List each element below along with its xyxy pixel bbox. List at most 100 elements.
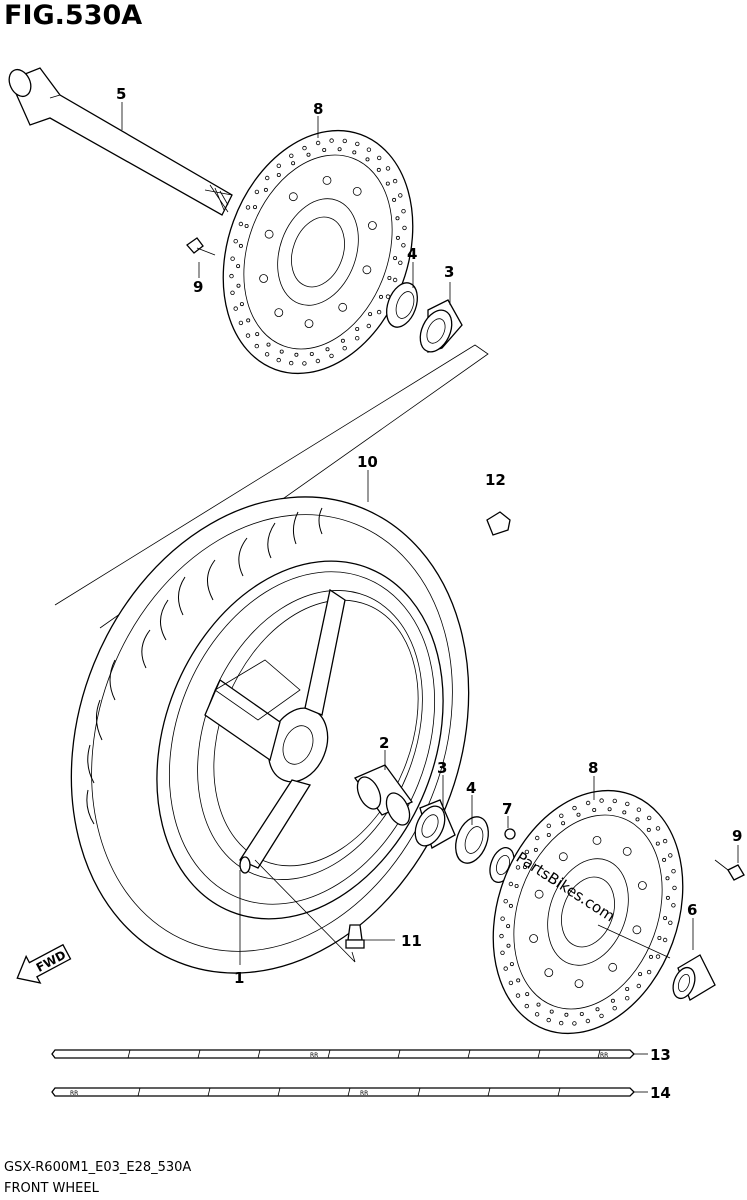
disc-drill-hole [592,808,597,813]
disc-drill-hole [392,178,398,184]
disc-drill-hole [355,336,360,341]
tape-13-part: RR RR [51,1049,635,1059]
disc-drill-hole [546,1017,551,1023]
disc-drill-hole [291,161,296,166]
disc-drill-hole [315,358,321,364]
disc-drill-hole [393,256,398,261]
callout-3-lower: 3 [437,759,447,777]
callout-1: 1 [234,969,244,987]
disc-drill-hole [366,323,371,329]
callout-13: 13 [650,1046,671,1064]
disc-drill-hole [515,993,521,998]
disc-bolt-lower [714,859,745,881]
disc-rivet [338,302,348,312]
disc-drill-hole [671,903,676,908]
disc-drill-hole [239,302,244,307]
disc-drill-hole [238,221,244,227]
disc-drill-hole [325,347,330,352]
disc-drill-hole [585,1018,591,1024]
disc-drill-hole [402,225,407,231]
disc-drill-hole [649,954,654,959]
disc-drill-hole [266,342,271,347]
disc-drill-hole [378,294,383,299]
disc-drill-hole [366,147,372,152]
disc-rivet [274,308,284,318]
disc-drill-hole [392,197,397,202]
callout-numbers: 5 8 9 4 3 10 12 2 3 4 8 7 9 6 11 1 13 14 [116,85,742,1102]
disc-drill-hole [646,827,651,832]
disc-drill-hole [668,920,673,925]
disc-rivet [529,934,538,943]
disc-drill-hole [572,805,577,811]
disc-drill-hole [329,353,334,359]
disc-drill-hole [647,815,652,821]
disc-drill-hole [246,318,251,323]
disc-drill-hole [289,153,294,158]
disc-drill-hole [508,881,514,887]
disc-drill-hole [506,943,511,948]
disc-drill-hole [385,166,391,171]
collar-part [672,954,716,1001]
callout-9-upper: 9 [193,278,203,296]
disc-drill-hole [500,916,505,921]
disc-rivet [558,852,568,862]
tape-14-part: RR RR [51,1087,635,1097]
disc-drill-hole [352,150,357,155]
leader-lines [121,102,739,1093]
disc-drill-hole [579,1012,584,1017]
disc-rivet [632,925,642,935]
disc-drill-hole [322,147,327,152]
disc-drill-hole [309,351,314,356]
disc-drill-hole [355,326,360,331]
disc-drill-hole [599,798,604,803]
disc-drill-hole [607,807,612,812]
disc-drill-hole [561,821,566,826]
disc-drill-hole [625,987,630,992]
disc-drill-hole [503,899,508,904]
disc-drill-hole [238,320,244,326]
disc-rivet [304,319,314,329]
svg-text:RR: RR [600,1052,608,1059]
disc-drill-hole [355,141,360,147]
disc-drill-hole [515,865,521,870]
disc-drill-hole [625,996,630,1001]
callout-5: 5 [116,85,126,103]
bearing-upper [419,299,463,353]
disc-drill-hole [395,216,400,221]
bearing-lower [414,799,456,849]
disc-drill-hole [524,849,530,855]
disc-drill-hole [509,962,514,967]
alignment-lines-lower [254,859,356,963]
figure-title: FIG.530A [4,0,143,31]
disc-drill-hole [302,145,307,151]
disc-drill-hole [508,980,514,986]
disc-drill-hole [500,950,505,955]
disc-drill-hole [525,992,530,997]
disc-drill-hole [264,352,270,357]
front-axle-part [8,67,233,216]
disc-drill-hole [252,205,257,210]
disc-drill-hole [236,283,241,288]
disc-drill-hole [576,812,581,817]
disc-drill-hole [230,256,235,261]
oil-seal-upper [386,282,418,328]
disc-drill-hole [636,807,642,812]
disc-drill-hole [244,223,249,228]
oil-seal-lower [455,816,489,864]
disc-drill-hole [638,972,643,977]
disc-rivet [534,889,544,899]
disc-rivet [362,265,372,275]
disc-rivet [259,274,269,283]
disc-drill-hole [662,838,668,844]
disc-drill-hole [655,954,661,959]
disc-drill-hole [376,309,382,315]
disc-rivet [322,175,332,185]
disc-drill-hole [236,264,241,269]
disc-drill-hole [572,1021,577,1026]
disc-drill-hole [546,833,551,838]
disc-drill-hole [377,155,382,161]
disc-drill-hole [536,1002,541,1007]
disc-drill-hole [506,924,511,929]
disc-drill-hole [610,998,615,1003]
